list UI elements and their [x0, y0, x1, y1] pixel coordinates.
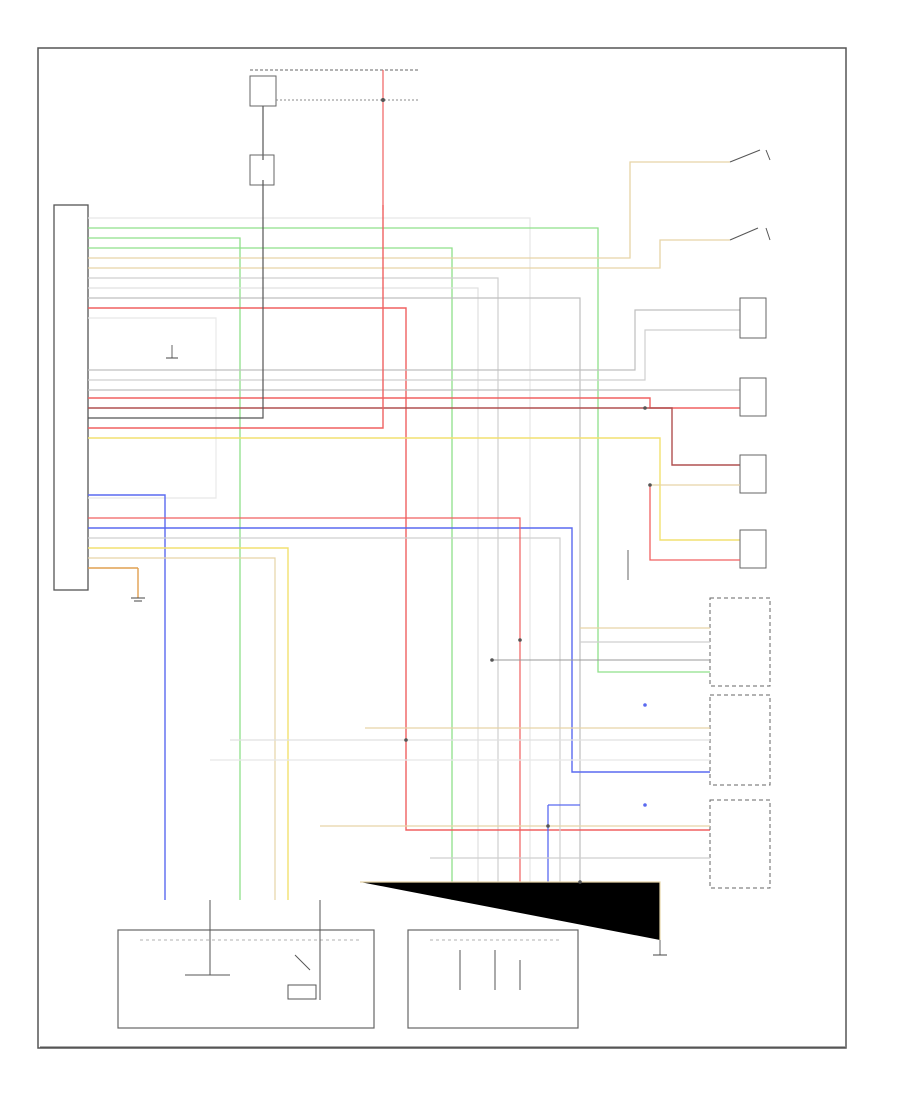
fuse-block: [249, 69, 420, 186]
right-switch-5: [739, 454, 767, 494]
control-module: [53, 204, 89, 591]
right-switch-3: [739, 297, 767, 339]
fuse-2: [381, 70, 385, 210]
window-switch-rr: [320, 799, 771, 940]
ground-symbol-mid: [166, 345, 178, 359]
right-switch-6: [739, 529, 767, 569]
passenger-window-switch: [407, 929, 579, 1029]
diagram-frame: [37, 47, 847, 1049]
right-side-wires: [627, 484, 740, 580]
harness-wires: [88, 161, 740, 900]
window-switch-lf: [492, 597, 771, 687]
right-switch-1: [729, 149, 771, 163]
main-window-switch: [117, 900, 375, 1029]
lower-harness-wires: [88, 494, 710, 900]
right-switch-2: [729, 227, 771, 241]
module-ground-symbol: [131, 568, 145, 602]
ground-symbol-bottom: [653, 940, 667, 956]
junction-dots: [404, 406, 652, 884]
window-switch-rf: [210, 694, 771, 786]
right-switch-4: [739, 377, 767, 417]
